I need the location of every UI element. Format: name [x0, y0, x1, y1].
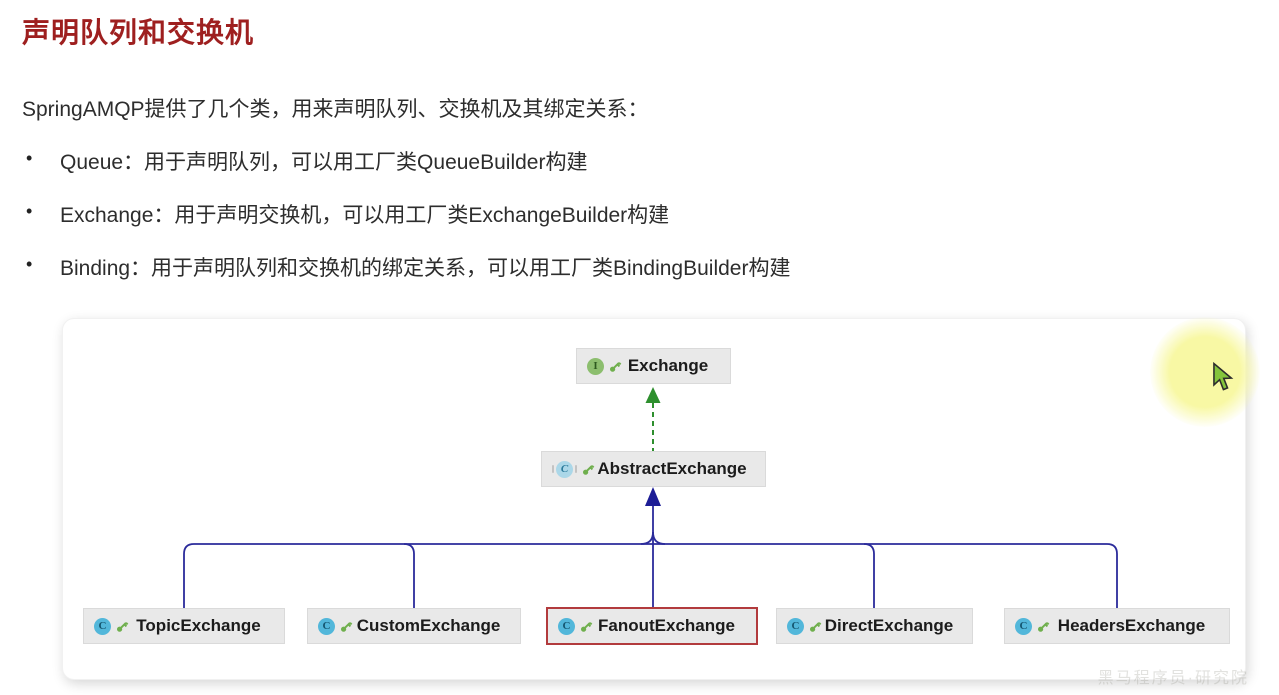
bullet-item-exchange: • Exchange：用于声明交换机，可以用工厂类ExchangeBuilder… [26, 199, 669, 229]
bullet-dot: • [26, 254, 33, 274]
class-icon: C [318, 617, 335, 635]
key-icon [583, 464, 595, 475]
extends-spine [183, 543, 1118, 609]
node-label: DirectExchange [824, 616, 954, 635]
bullet-dot: • [26, 201, 33, 221]
extends-fork-right [652, 531, 666, 545]
key-icon [810, 621, 822, 632]
bullet-dot: • [26, 148, 33, 168]
extends-fork-left [640, 531, 654, 545]
node-icons: C [558, 617, 593, 635]
node-icons: I [587, 357, 622, 375]
class-icon: C [787, 617, 804, 635]
class-diagram-panel: I Exchange C Abstract [62, 318, 1246, 680]
node-icons: C [1015, 617, 1050, 635]
node-icons: C [94, 617, 129, 635]
diagram-node-directexchange: C DirectExchange [776, 608, 973, 644]
extends-arrowhead [645, 487, 661, 506]
key-icon [581, 621, 593, 632]
intro-text: SpringAMQP提供了几个类，用来声明队列、交换机及其绑定关系： [22, 98, 649, 121]
watermark-text: 黑马程序员·研究院 [1097, 670, 1249, 687]
node-label: Exchange [627, 356, 709, 375]
diagram-node-fanoutexchange: C FanoutExchange [546, 607, 758, 645]
bullet-text: Queue：用于声明队列，可以用工厂类QueueBuilder构建 [60, 151, 588, 174]
diagram-node-abstractexchange: C AbstractExchange [541, 451, 766, 487]
page-title: 声明队列和交换机 [22, 17, 255, 48]
node-icons: C [552, 460, 595, 478]
mouse-cursor-icon [1213, 362, 1234, 391]
node-label: HeadersExchange [1057, 616, 1206, 635]
abstract-class-icon: C [552, 460, 577, 478]
node-icons: C [787, 617, 822, 635]
class-icon: C [1015, 617, 1032, 635]
bullet-text: Exchange：用于声明交换机，可以用工厂类ExchangeBuilder构建 [60, 204, 670, 227]
key-icon [610, 361, 622, 372]
extends-drop-direct [863, 543, 875, 609]
key-icon [117, 621, 129, 632]
class-icon: C [94, 617, 111, 635]
interface-icon: I [587, 357, 604, 375]
diagram-node-topicexchange: C TopicExchange [83, 608, 285, 644]
bullet-text: Binding：用于声明队列和交换机的绑定关系，可以用工厂类BindingBui… [60, 257, 791, 280]
bullet-item-queue: • Queue：用于声明队列，可以用工厂类QueueBuilder构建 [26, 146, 587, 176]
class-icon: C [558, 617, 575, 635]
key-icon [1038, 621, 1050, 632]
diagram-node-customexchange: C CustomExchange [307, 608, 521, 644]
bullet-item-binding: • Binding：用于声明队列和交换机的绑定关系，可以用工厂类BindingB… [26, 252, 790, 282]
node-label: FanoutExchange [598, 616, 735, 635]
extends-drop-custom [403, 543, 415, 609]
implements-arrowhead [645, 387, 661, 403]
node-label: TopicExchange [136, 616, 261, 635]
inheritance-connectors [183, 387, 1118, 609]
diagram-node-exchange: I Exchange [576, 348, 731, 384]
diagram-node-headersexchange: C HeadersExchange [1004, 608, 1230, 644]
node-label: AbstractExchange [597, 459, 747, 478]
key-icon [341, 621, 353, 632]
node-label: CustomExchange [356, 616, 501, 635]
node-icons: C [318, 617, 353, 635]
